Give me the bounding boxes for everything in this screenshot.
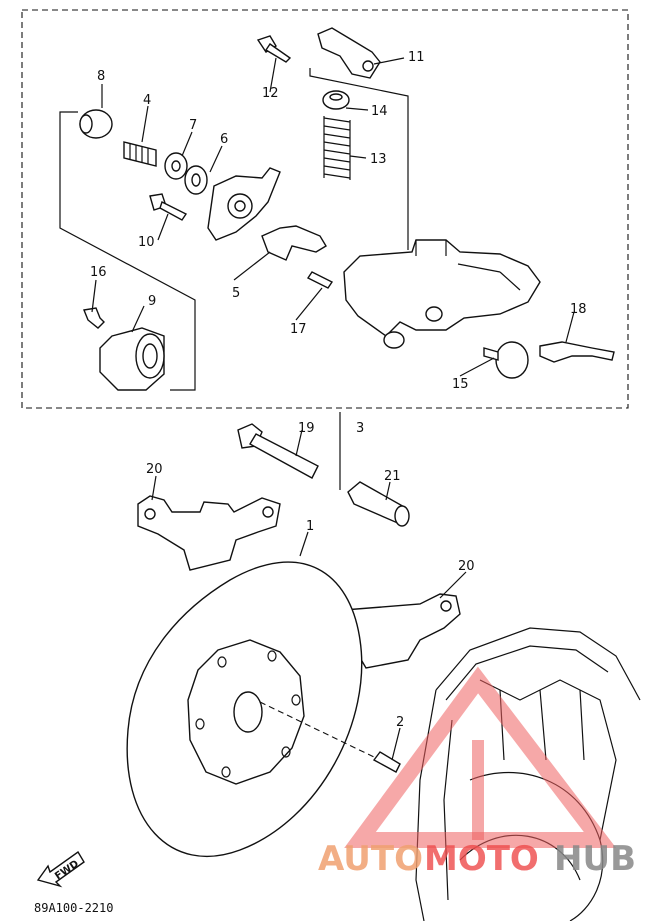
fwd-arrow-icon [36,850,85,888]
brake-disc-part [126,561,363,857]
group-bracket-top [309,68,409,250]
callout-10: 10 [138,235,155,250]
callout-13: 13 [370,152,387,167]
caliper-body-part [343,239,541,349]
piston-housing-part [99,327,165,391]
caliper-bracket-part [317,27,381,79]
bolt-part-10 [149,193,188,221]
callout-17: 17 [290,322,307,337]
callout-9: 9 [148,294,156,309]
callout-19: 19 [298,421,315,436]
pin-leader-line [259,701,377,759]
callout-4: 4 [143,93,151,108]
watermark-logo [344,666,617,848]
spring-cap-part [322,90,350,110]
callout-14: 14 [371,104,388,119]
bolt-part-19 [237,423,319,479]
watermark-moto: MOTO [424,839,539,879]
leader-lines [91,57,575,761]
sleeve-part-21 [347,481,410,527]
washer-part-6 [184,165,208,195]
callout-15: 15 [452,377,469,392]
brake-pad-part-20a [137,495,281,571]
spring-plate-part [539,341,615,363]
part-code: 89A100-2210 [34,901,113,915]
callout-1: 1 [306,519,314,534]
callout-20-lower: 20 [458,559,475,574]
callout-18: 18 [570,302,587,317]
watermark-auto: AUTO [318,839,423,879]
callout-16: 16 [90,265,107,280]
pin-part-17 [306,271,334,289]
bleed-screw-part [83,307,105,329]
callout-21: 21 [384,469,401,484]
adjuster-screw-part [123,141,157,167]
callout-5: 5 [232,286,240,301]
callout-3: 3 [356,421,364,436]
lever-part-5 [261,225,327,261]
callout-12: 12 [262,86,279,101]
bolt-part-12 [256,35,292,63]
callout-8: 8 [97,69,105,84]
pin-part-15 [483,341,529,379]
callout-2: 2 [396,715,404,730]
callout-7: 7 [189,118,197,133]
callout-11: 11 [408,50,425,65]
assembly-border [21,9,629,409]
piston-part-8 [79,109,113,139]
callout-20-upper: 20 [146,462,163,477]
nut-part-7 [164,152,188,180]
spring-part [323,116,351,180]
watermark-hub: HUB [554,839,636,879]
dowel-pin-part [372,751,401,773]
callout-6: 6 [220,132,228,147]
group-bracket-left [59,111,196,391]
lever-housing-part [207,167,281,241]
